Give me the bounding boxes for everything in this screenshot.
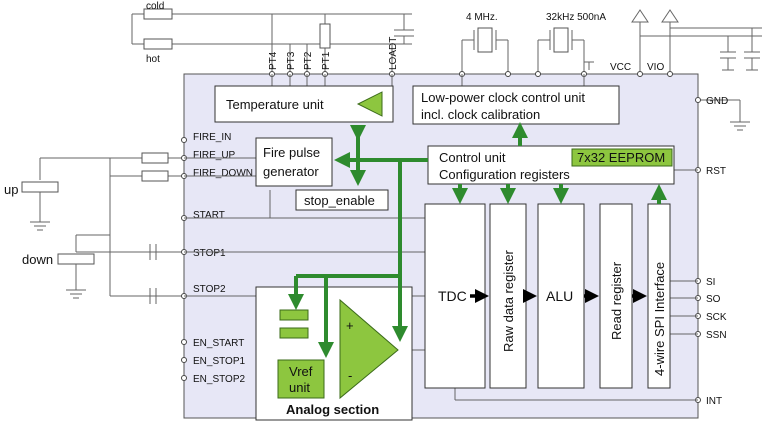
- eeprom-label: 7x32 EEPROM: [577, 150, 665, 165]
- pin-loadt: LOADT: [388, 37, 399, 70]
- raw-data-register-block: [489, 203, 527, 389]
- temperature-amplifier-icon: [356, 91, 383, 117]
- tdc-label: TDC: [438, 288, 467, 304]
- control-unit-line2: Configuration registers: [439, 167, 570, 182]
- pin-pt1: PT1: [321, 51, 332, 70]
- alu-block: [537, 203, 585, 389]
- control-buses: [288, 122, 667, 358]
- comparator-minus: -: [348, 368, 352, 383]
- hot-label: hot: [146, 54, 160, 65]
- pin-vcc: VCC: [610, 62, 631, 73]
- fire-pulse-line1: Fire pulse: [263, 145, 320, 160]
- alu-label: ALU: [546, 288, 573, 304]
- pin-fire-down: FIRE_DOWN: [193, 168, 253, 179]
- vref-unit-line1: Vref: [289, 364, 313, 379]
- reference-resistor: [319, 23, 331, 49]
- hot-resistor: [143, 38, 173, 50]
- osc-32khz-label: 32kHz 500nA: [546, 12, 606, 23]
- clock-control-line1: Low-power clock control unit: [421, 90, 585, 105]
- crystal-32khz: [553, 27, 569, 53]
- pin-pt4: PT4: [268, 51, 279, 70]
- crystals: [461, 27, 585, 74]
- crystal-4mhz: [477, 27, 493, 53]
- read-register-label: Read register: [609, 261, 624, 340]
- pin-stop2: STOP2: [193, 284, 226, 295]
- pin-en-stop1: EN_STOP1: [193, 356, 245, 367]
- pin-sck: SCK: [706, 312, 727, 323]
- down-transducer: [57, 253, 95, 265]
- eeprom-block: [571, 148, 673, 167]
- comparator-icon: [339, 298, 399, 400]
- analog-resistor-2: [279, 327, 309, 339]
- osc-4mhz-label: 4 MHz.: [466, 12, 498, 23]
- pin-start: START: [193, 210, 225, 221]
- stop-enable-block: [295, 189, 389, 211]
- cold-label: cold: [146, 1, 164, 12]
- stop-enable-label: stop_enable: [304, 193, 375, 208]
- pin-en-stop2: EN_STOP2: [193, 374, 245, 385]
- pin-pt3: PT3: [286, 51, 297, 70]
- fire-pulse-block: [255, 137, 333, 187]
- up-transducer: [21, 181, 59, 193]
- pin-pt2: PT2: [303, 51, 314, 70]
- fire-down-resistor: [141, 170, 169, 182]
- external-transducers: [21, 152, 184, 304]
- supply-network: [584, 9, 762, 131]
- spi-interface-label: 4-wire SPI Interface: [652, 262, 667, 376]
- external-sensors: [131, 8, 414, 74]
- pin-stop1: STOP1: [193, 248, 226, 259]
- pin-rst: RST: [706, 166, 726, 177]
- analog-resistor-1: [279, 309, 309, 321]
- pin-si: SI: [706, 277, 715, 288]
- vref-unit-line2: unit: [289, 380, 310, 395]
- comparator-plus: +: [346, 318, 354, 333]
- clock-control-line2: incl. clock calibration: [421, 107, 540, 122]
- cold-resistor: [143, 8, 173, 20]
- down-label: down: [22, 252, 53, 267]
- pin-fire-in: FIRE_IN: [193, 132, 231, 143]
- pin-ssn: SSN: [706, 330, 727, 341]
- fire-up-resistor: [141, 152, 169, 164]
- raw-data-register-label: Raw data register: [501, 249, 516, 352]
- pin-en-start: EN_START: [193, 338, 244, 349]
- control-unit-line1: Control unit: [439, 150, 506, 165]
- pin-int: INT: [706, 396, 722, 407]
- up-label: up: [4, 182, 18, 197]
- temperature-unit-label: Temperature unit: [226, 97, 324, 112]
- pin-so: SO: [706, 294, 721, 305]
- pin-gnd: GND: [706, 96, 728, 107]
- pin-fire-up: FIRE_UP: [193, 150, 236, 161]
- analog-section-label: Analog section: [286, 402, 379, 417]
- vref-unit-block: [277, 359, 325, 399]
- fire-pulse-line2: generator: [263, 164, 319, 179]
- pin-vio: VIO: [647, 62, 664, 73]
